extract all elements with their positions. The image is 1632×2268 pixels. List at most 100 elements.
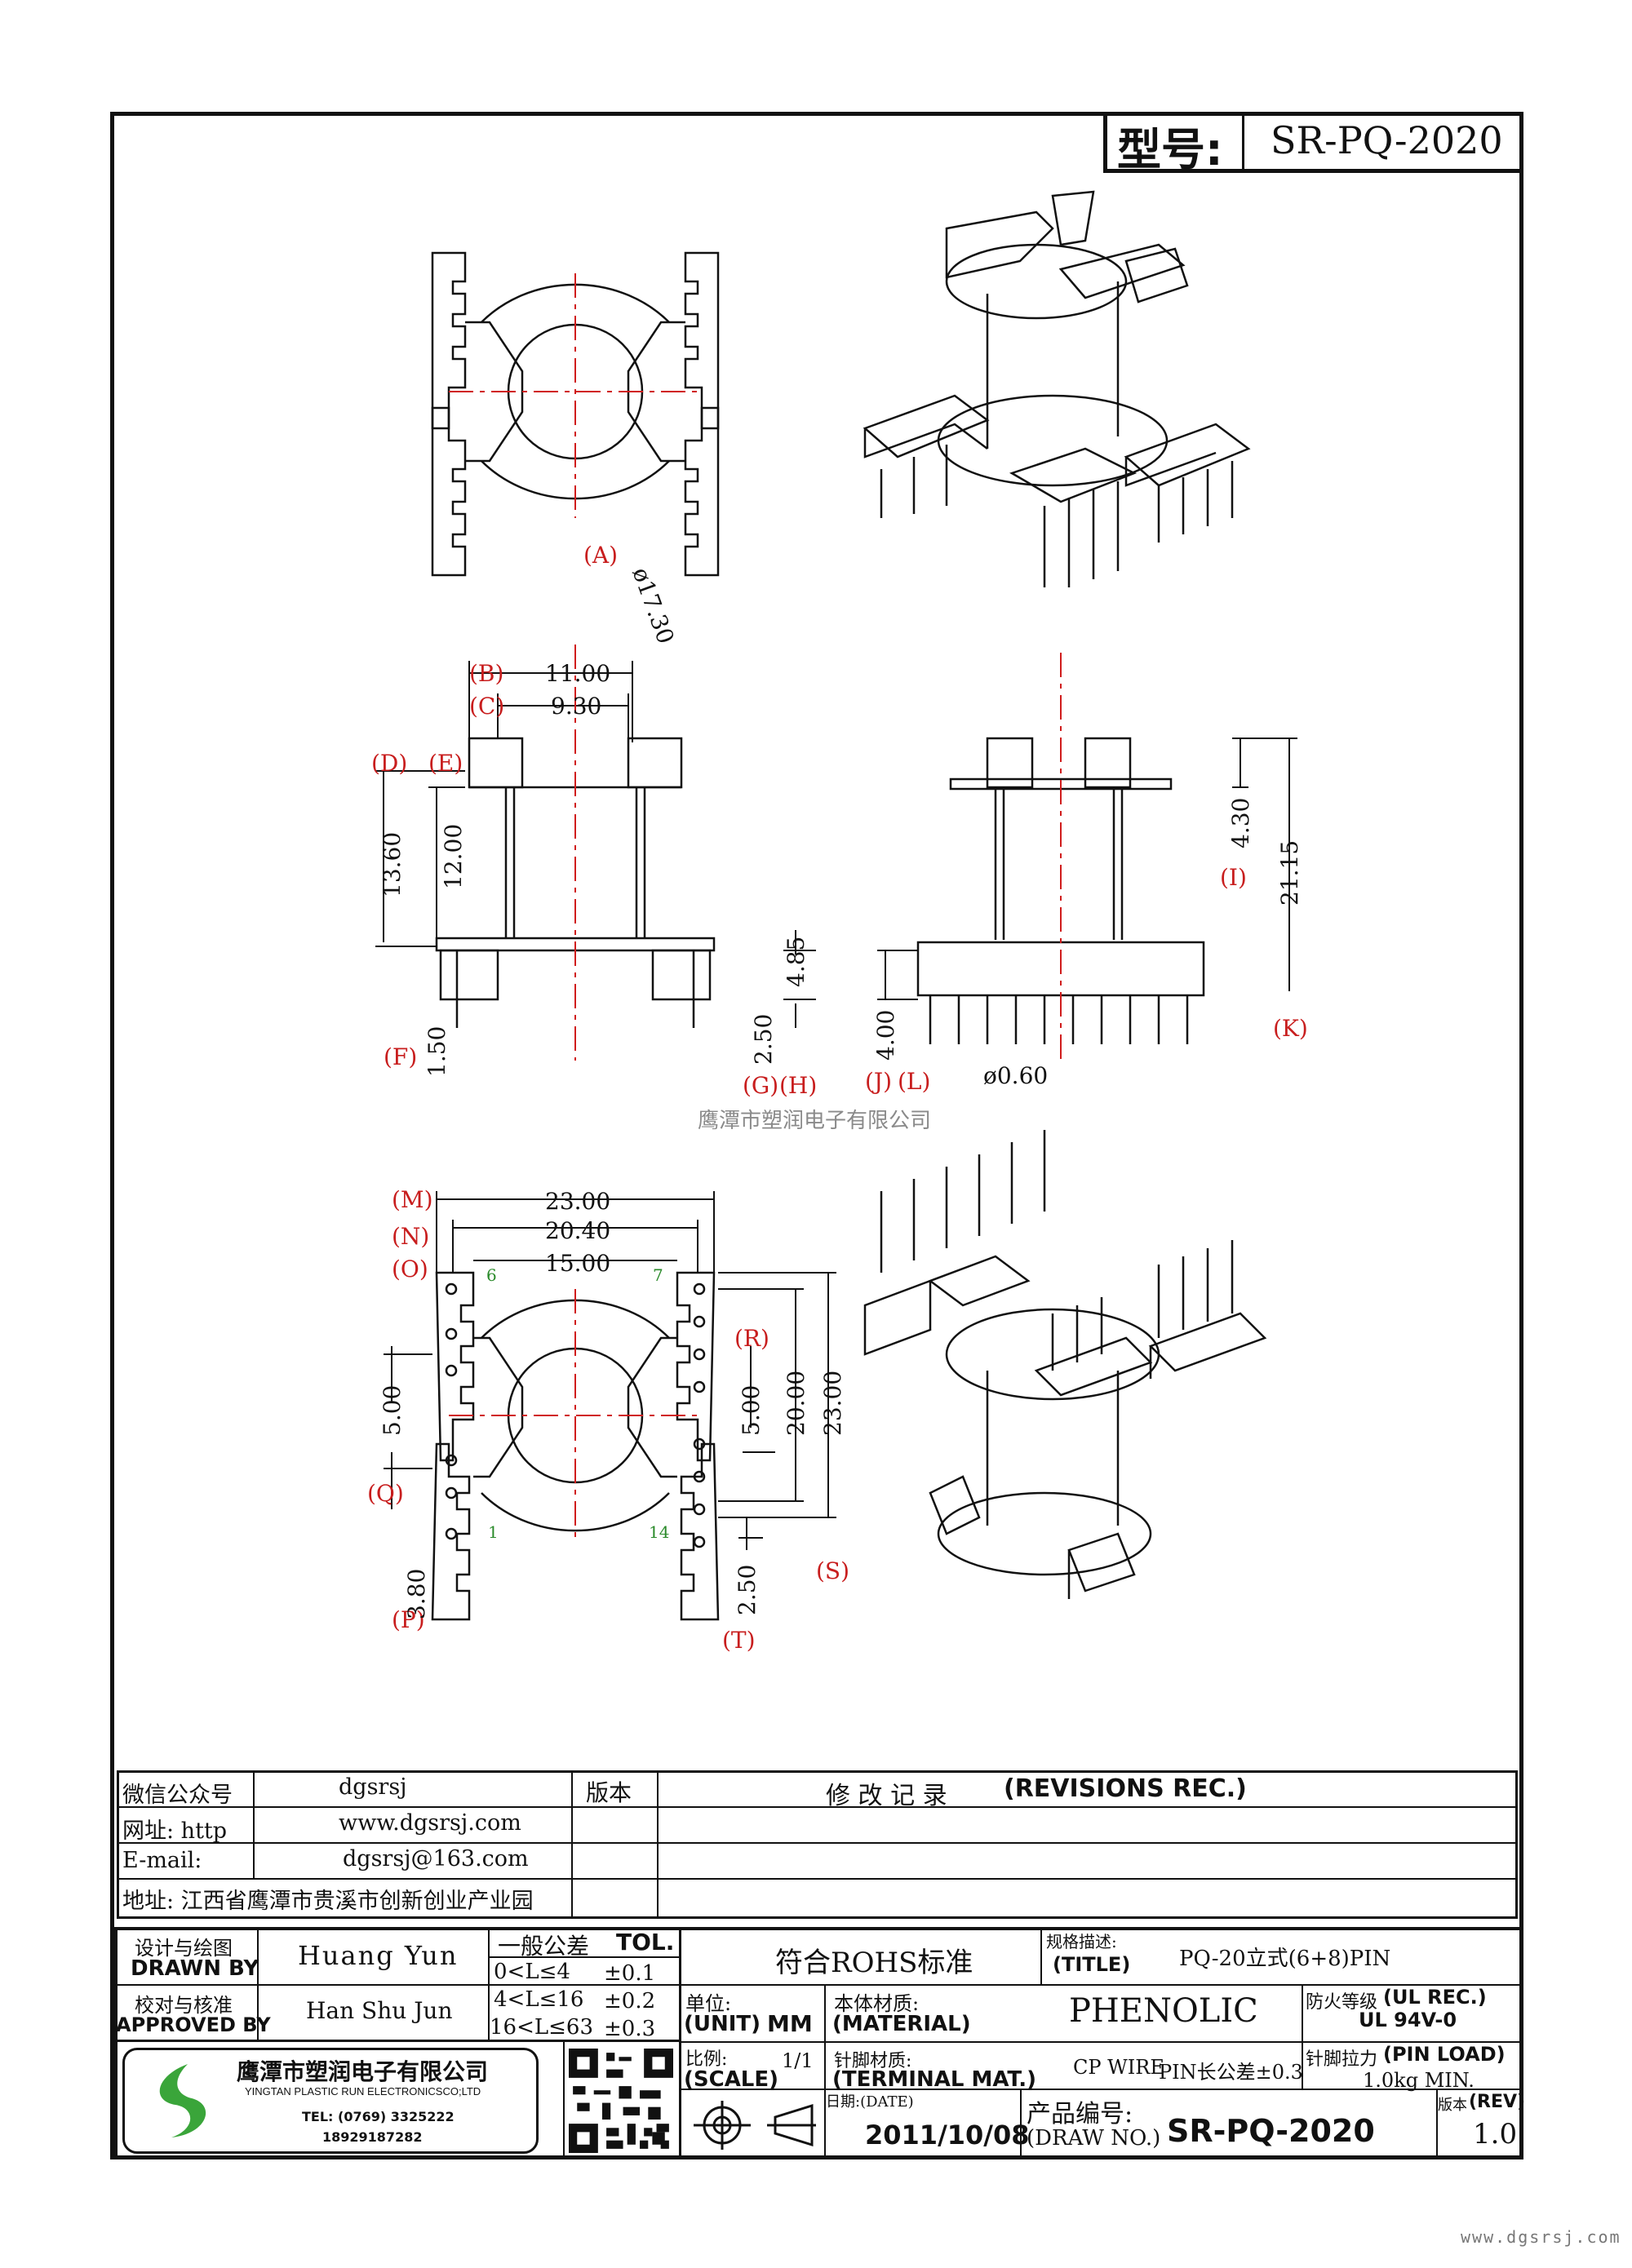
tol-value-3: ±0.3 <box>604 2017 656 2041</box>
label-H: (H) <box>779 1072 817 1099</box>
model-box: 型号: SR-PQ-2020 <box>1103 112 1523 175</box>
dim-T: 2.50 <box>734 1565 761 1615</box>
date-value: 2011/10/08 <box>865 2120 1030 2151</box>
dim-Q: 5.00 <box>379 1385 406 1436</box>
dim-L: ø0.60 <box>983 1062 1048 1089</box>
contact-table <box>117 1770 1518 1919</box>
label-G: (G) <box>743 1072 778 1099</box>
title-en: (TITLE) <box>1053 1953 1131 1976</box>
rev-cn: 版本 <box>1438 2097 1467 2114</box>
label-L: (L) <box>898 1068 930 1095</box>
pin-14: 14 <box>649 1522 669 1542</box>
technical-drawing: (A) (B) (C) (D) (E) (F) (G) (H) (I) (J) … <box>367 190 1308 1654</box>
pin-load-value: 1.0kg MIN. <box>1363 2069 1475 2092</box>
iso-view-bottom <box>863 1130 1267 1599</box>
material-en: (MATERIAL) <box>832 2012 971 2036</box>
dim-S2: 23.00 <box>819 1371 846 1436</box>
date-label: 日期:(DATE) <box>826 2093 914 2111</box>
scale-value: 1/1 <box>782 2049 814 2072</box>
label-P: (P) <box>392 1606 425 1633</box>
tol-en: TOL. <box>616 1929 675 1956</box>
company-box <box>122 2048 539 2154</box>
label-F: (F) <box>384 1043 417 1070</box>
label-T: (T) <box>722 1627 756 1654</box>
label-K: (K) <box>1273 1015 1308 1042</box>
tol-cn: 一般公差 <box>498 1933 590 1960</box>
company-tel: TEL: (0769) 3325222 <box>302 2109 455 2124</box>
rev-en: (REV) <box>1469 2092 1526 2112</box>
drawn-by-en: DRAWN BY <box>131 1956 259 1981</box>
dim-G: 2.50 <box>750 1014 777 1065</box>
tol-range-3: 16<L≤63 <box>490 2015 594 2040</box>
company-name-en: YINGTAN PLASTIC RUN ELECTRONICSCO;LTD <box>245 2085 481 2097</box>
tol-range-2: 4<L≤16 <box>494 1987 584 2012</box>
label-E: (E) <box>428 750 463 777</box>
drawno-en: (DRAW NO.) <box>1027 2126 1161 2151</box>
projection-symbol-icon <box>694 2101 816 2150</box>
dim-A: ø17.30 <box>627 564 679 647</box>
dim-I: 4.30 <box>1227 798 1254 848</box>
label-M: (M) <box>392 1186 433 1213</box>
pin-1: 1 <box>488 1522 499 1542</box>
dim-D: 13.60 <box>379 832 406 897</box>
dim-K: 21.15 <box>1276 840 1303 906</box>
title-value: PQ-20立式(6+8)PIN <box>1179 1947 1391 1971</box>
model-label: 型号: <box>1117 124 1223 175</box>
dim-F: 1.50 <box>424 1026 450 1077</box>
approved-by-en: APPROVED BY <box>116 2013 271 2036</box>
dim-C: 9.30 <box>551 693 601 720</box>
scale-en: (SCALE) <box>684 2067 779 2092</box>
rohs-compliance: 符合ROHS标准 <box>775 1947 973 1979</box>
dim-M: 23.00 <box>545 1188 610 1215</box>
label-J: (J) <box>865 1068 892 1095</box>
ul-value: UL 94V-0 <box>1359 2009 1457 2031</box>
ul-en: (UL REC.) <box>1383 1986 1487 2009</box>
version-label: 版本 <box>586 1779 632 1806</box>
pin-7: 7 <box>653 1265 663 1285</box>
label-A: (A) <box>583 542 618 569</box>
email-label: E-mail: <box>122 1848 202 1873</box>
approved-by-value: Han Shu Jun <box>306 1997 453 2024</box>
drawn-by-value: Huang Yun <box>298 1940 459 1971</box>
label-I: (I) <box>1220 864 1247 891</box>
company-mobile: 18929187282 <box>322 2129 423 2145</box>
approved-by-cn: 校对与核准 <box>135 1994 233 2017</box>
rev-value: 1.0 <box>1473 2118 1518 2151</box>
material-value: PHENOLIC <box>1069 1992 1258 2030</box>
unit-cn: 单位: <box>685 1992 732 2015</box>
label-O: (O) <box>392 1256 428 1282</box>
iso-view-top <box>863 190 1251 587</box>
dim-B: 11.00 <box>545 660 610 687</box>
dimension-lines <box>375 661 1297 1550</box>
web-value[interactable]: www.dgsrsj.com <box>339 1810 521 1836</box>
dim-O: 15.00 <box>545 1250 610 1277</box>
scale-cn: 比例: <box>685 2049 728 2070</box>
terminal-en: (TERMINAL MAT.) <box>832 2067 1036 2092</box>
label-Q: (Q) <box>367 1480 404 1507</box>
pin-6: 6 <box>486 1265 497 1285</box>
title-block <box>114 1927 1523 2159</box>
centerlines <box>449 273 1062 1542</box>
drawno-cn: 产品编号: <box>1027 2100 1133 2128</box>
email-value[interactable]: dgsrsj@163.com <box>343 1846 529 1872</box>
label-R: (R) <box>734 1325 769 1352</box>
watermark: 鹰潭市塑润电子有限公司 <box>698 1109 931 1133</box>
wechat-value: dgsrsj <box>339 1774 407 1800</box>
dim-P: 3.80 <box>403 1569 430 1619</box>
tol-range-1: 0<L≤4 <box>494 1960 570 1984</box>
material-cn: 本体材质: <box>834 1992 920 2015</box>
dimension-values: 11.00 9.30 13.60 12.00 1.50 2.50 4.85 4.… <box>379 564 1303 1619</box>
tol-value-1: ±0.1 <box>604 1961 656 1986</box>
label-N: (N) <box>392 1223 429 1250</box>
unit-value: MM <box>767 2010 813 2037</box>
pin-marks: 6 7 1 14 <box>486 1265 669 1542</box>
ul-cn: 防火等级 <box>1306 1992 1378 2013</box>
terminal-value: CP WIRE <box>1073 2056 1164 2079</box>
drawn-by-cn: 设计与绘图 <box>135 1937 233 1960</box>
qr-code-icon <box>569 2049 673 2153</box>
label-S: (S) <box>816 1557 849 1584</box>
dim-H: 4.85 <box>783 937 809 987</box>
pin-load-cn: 针脚拉力 <box>1306 2049 1378 2070</box>
wechat-label: 微信公众号 <box>122 1783 233 1808</box>
bottom-view <box>431 1271 720 1621</box>
